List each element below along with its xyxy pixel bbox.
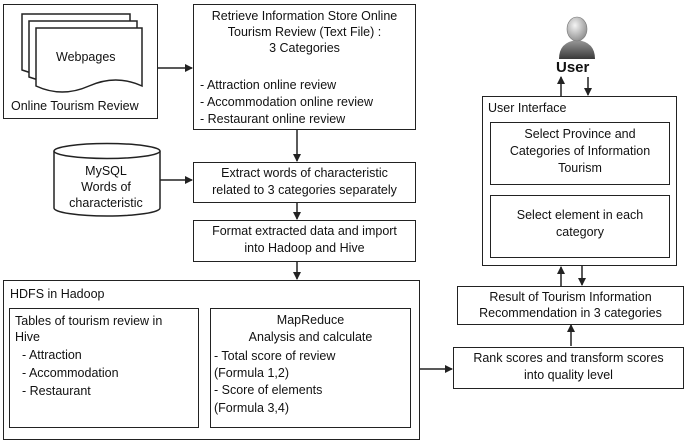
retrieve-title-line-3: 3 Categories: [269, 41, 340, 55]
mysql-characteristic-label: characteristic: [69, 196, 143, 210]
format-line-2: into Hadoop and Hive: [244, 241, 365, 255]
rank-scores-box: [453, 347, 684, 389]
user-avatar-icon: [559, 16, 595, 59]
mapreduce-box: [210, 308, 411, 428]
rank-line-2: into quality level: [524, 368, 613, 382]
hive-item-attraction: - Attraction: [22, 348, 82, 362]
mapreduce-subtitle: Analysis and calculate: [248, 330, 373, 344]
mysql-database-cylinder-icon: [53, 142, 161, 217]
rank-line-1: Rank scores and transform scores: [473, 351, 664, 365]
mysql-words-of-label: Words of: [81, 180, 131, 194]
hive-item-accommodation: - Accommodation: [22, 366, 119, 380]
select-element-line-2: category: [556, 225, 604, 239]
select-province-line-2: Categories of Information: [509, 144, 651, 158]
user-label: User: [556, 59, 590, 76]
hdfs-title: HDFS in Hadoop: [10, 287, 105, 301]
retrieve-title-line-2: Tourism Review (Text File) :: [227, 25, 382, 39]
extract-line-1: Extract words of characteristic: [221, 166, 388, 180]
mysql-label: MySQL: [85, 164, 127, 178]
retrieve-item-attraction: - Attraction online review: [200, 78, 337, 92]
retrieve-item-accommodation: - Accommodation online review: [200, 95, 373, 109]
hive-tables-title-line-2: Hive: [15, 330, 41, 344]
extract-line-2: related to 3 categories separately: [212, 183, 397, 197]
extract-words-box: [193, 162, 416, 203]
select-element-box: [490, 195, 670, 258]
hive-tables-title-line-1: Tables of tourism review in: [15, 314, 163, 328]
mapreduce-item-total-score: - Total score of review: [214, 349, 336, 363]
result-line-2: Recommendation in 3 categories: [479, 306, 662, 320]
mapreduce-title: MapReduce: [276, 313, 345, 327]
hive-tables-box: [9, 308, 199, 428]
hive-item-restaurant: - Restaurant: [22, 384, 91, 398]
user-interface-title: User Interface: [488, 101, 567, 115]
mapreduce-item-score-elements: - Score of elements: [214, 383, 323, 397]
webpages-label: Webpages: [56, 50, 116, 64]
select-province-line-3: Tourism: [558, 161, 602, 175]
webpages-document-stack-icon: [21, 13, 143, 93]
select-province-line-1: Select Province and: [524, 127, 636, 141]
select-province-box: [490, 122, 670, 185]
online-tourism-review-caption: Online Tourism Review: [11, 99, 139, 113]
format-line-1: Format extracted data and import: [212, 224, 397, 238]
retrieve-item-restaurant: - Restaurant online review: [200, 112, 346, 126]
retrieve-title-line-1: Retrieve Information Store Online: [211, 9, 398, 23]
retrieve-information-box: [193, 4, 416, 130]
result-recommendation-box: [457, 286, 684, 325]
format-import-box: [193, 220, 416, 262]
mapreduce-formula-1-2: (Formula 1,2): [214, 366, 290, 380]
select-element-line-1: Select element in each: [516, 208, 644, 222]
result-line-1: Result of Tourism Information: [489, 290, 652, 304]
mapreduce-formula-3-4: (Formula 3,4): [214, 401, 290, 415]
